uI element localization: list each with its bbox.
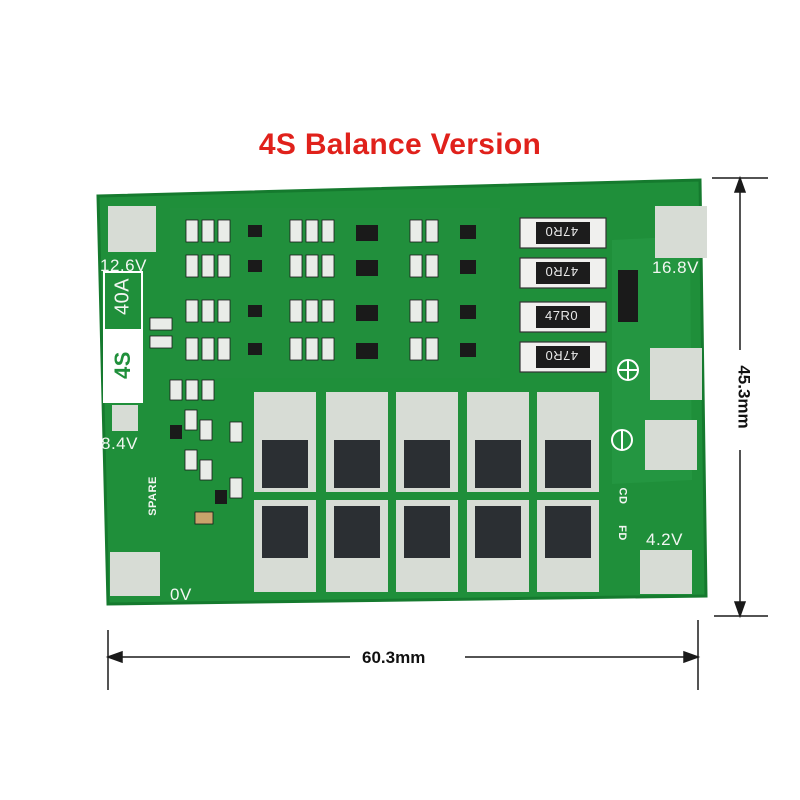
mosfets (254, 392, 599, 592)
label-16-8v: 16.8V (652, 258, 699, 277)
label-4-2v: 4.2V (646, 530, 683, 549)
height-dimension-label: 45.3mm (733, 361, 754, 433)
pad-8-4v (112, 405, 138, 431)
mosfet-row-bottom (254, 500, 599, 592)
polarity-symbols (611, 359, 639, 451)
pad-b-plus (650, 348, 702, 400)
pad-4-2v (640, 550, 692, 594)
resistor-code-3: 47R0 (545, 308, 579, 323)
smd-components (149, 219, 439, 525)
label-0v: 0V (170, 585, 192, 604)
label-fd: FD (615, 525, 628, 541)
label-series: 4S (110, 351, 135, 379)
pad-0v (110, 552, 160, 596)
resistor-code-4: 47R0 (545, 348, 579, 363)
resistor-code-1: 47R0 (545, 224, 579, 239)
label-spare: SPARE (146, 476, 159, 516)
label-current-rating: 40A (111, 277, 134, 316)
page-title: 4S Balance Version (258, 128, 542, 161)
dimension-lines (105, 175, 768, 690)
pad-16-8v (655, 206, 707, 258)
mosfet-row-top (254, 392, 599, 492)
pad-12-6v (108, 206, 156, 252)
label-8-4v: 8.4V (101, 434, 138, 453)
sot-ics (170, 225, 638, 504)
label-cd: CD (616, 487, 629, 505)
resistor-code-2: 47R0 (545, 264, 579, 279)
shunt-resistors (519, 217, 607, 373)
width-dimension-label: 60.3mm (358, 648, 430, 668)
label-12-6v: 12.6V (100, 256, 147, 275)
pad-b-minus (645, 420, 697, 470)
terminal-pads (108, 206, 707, 596)
